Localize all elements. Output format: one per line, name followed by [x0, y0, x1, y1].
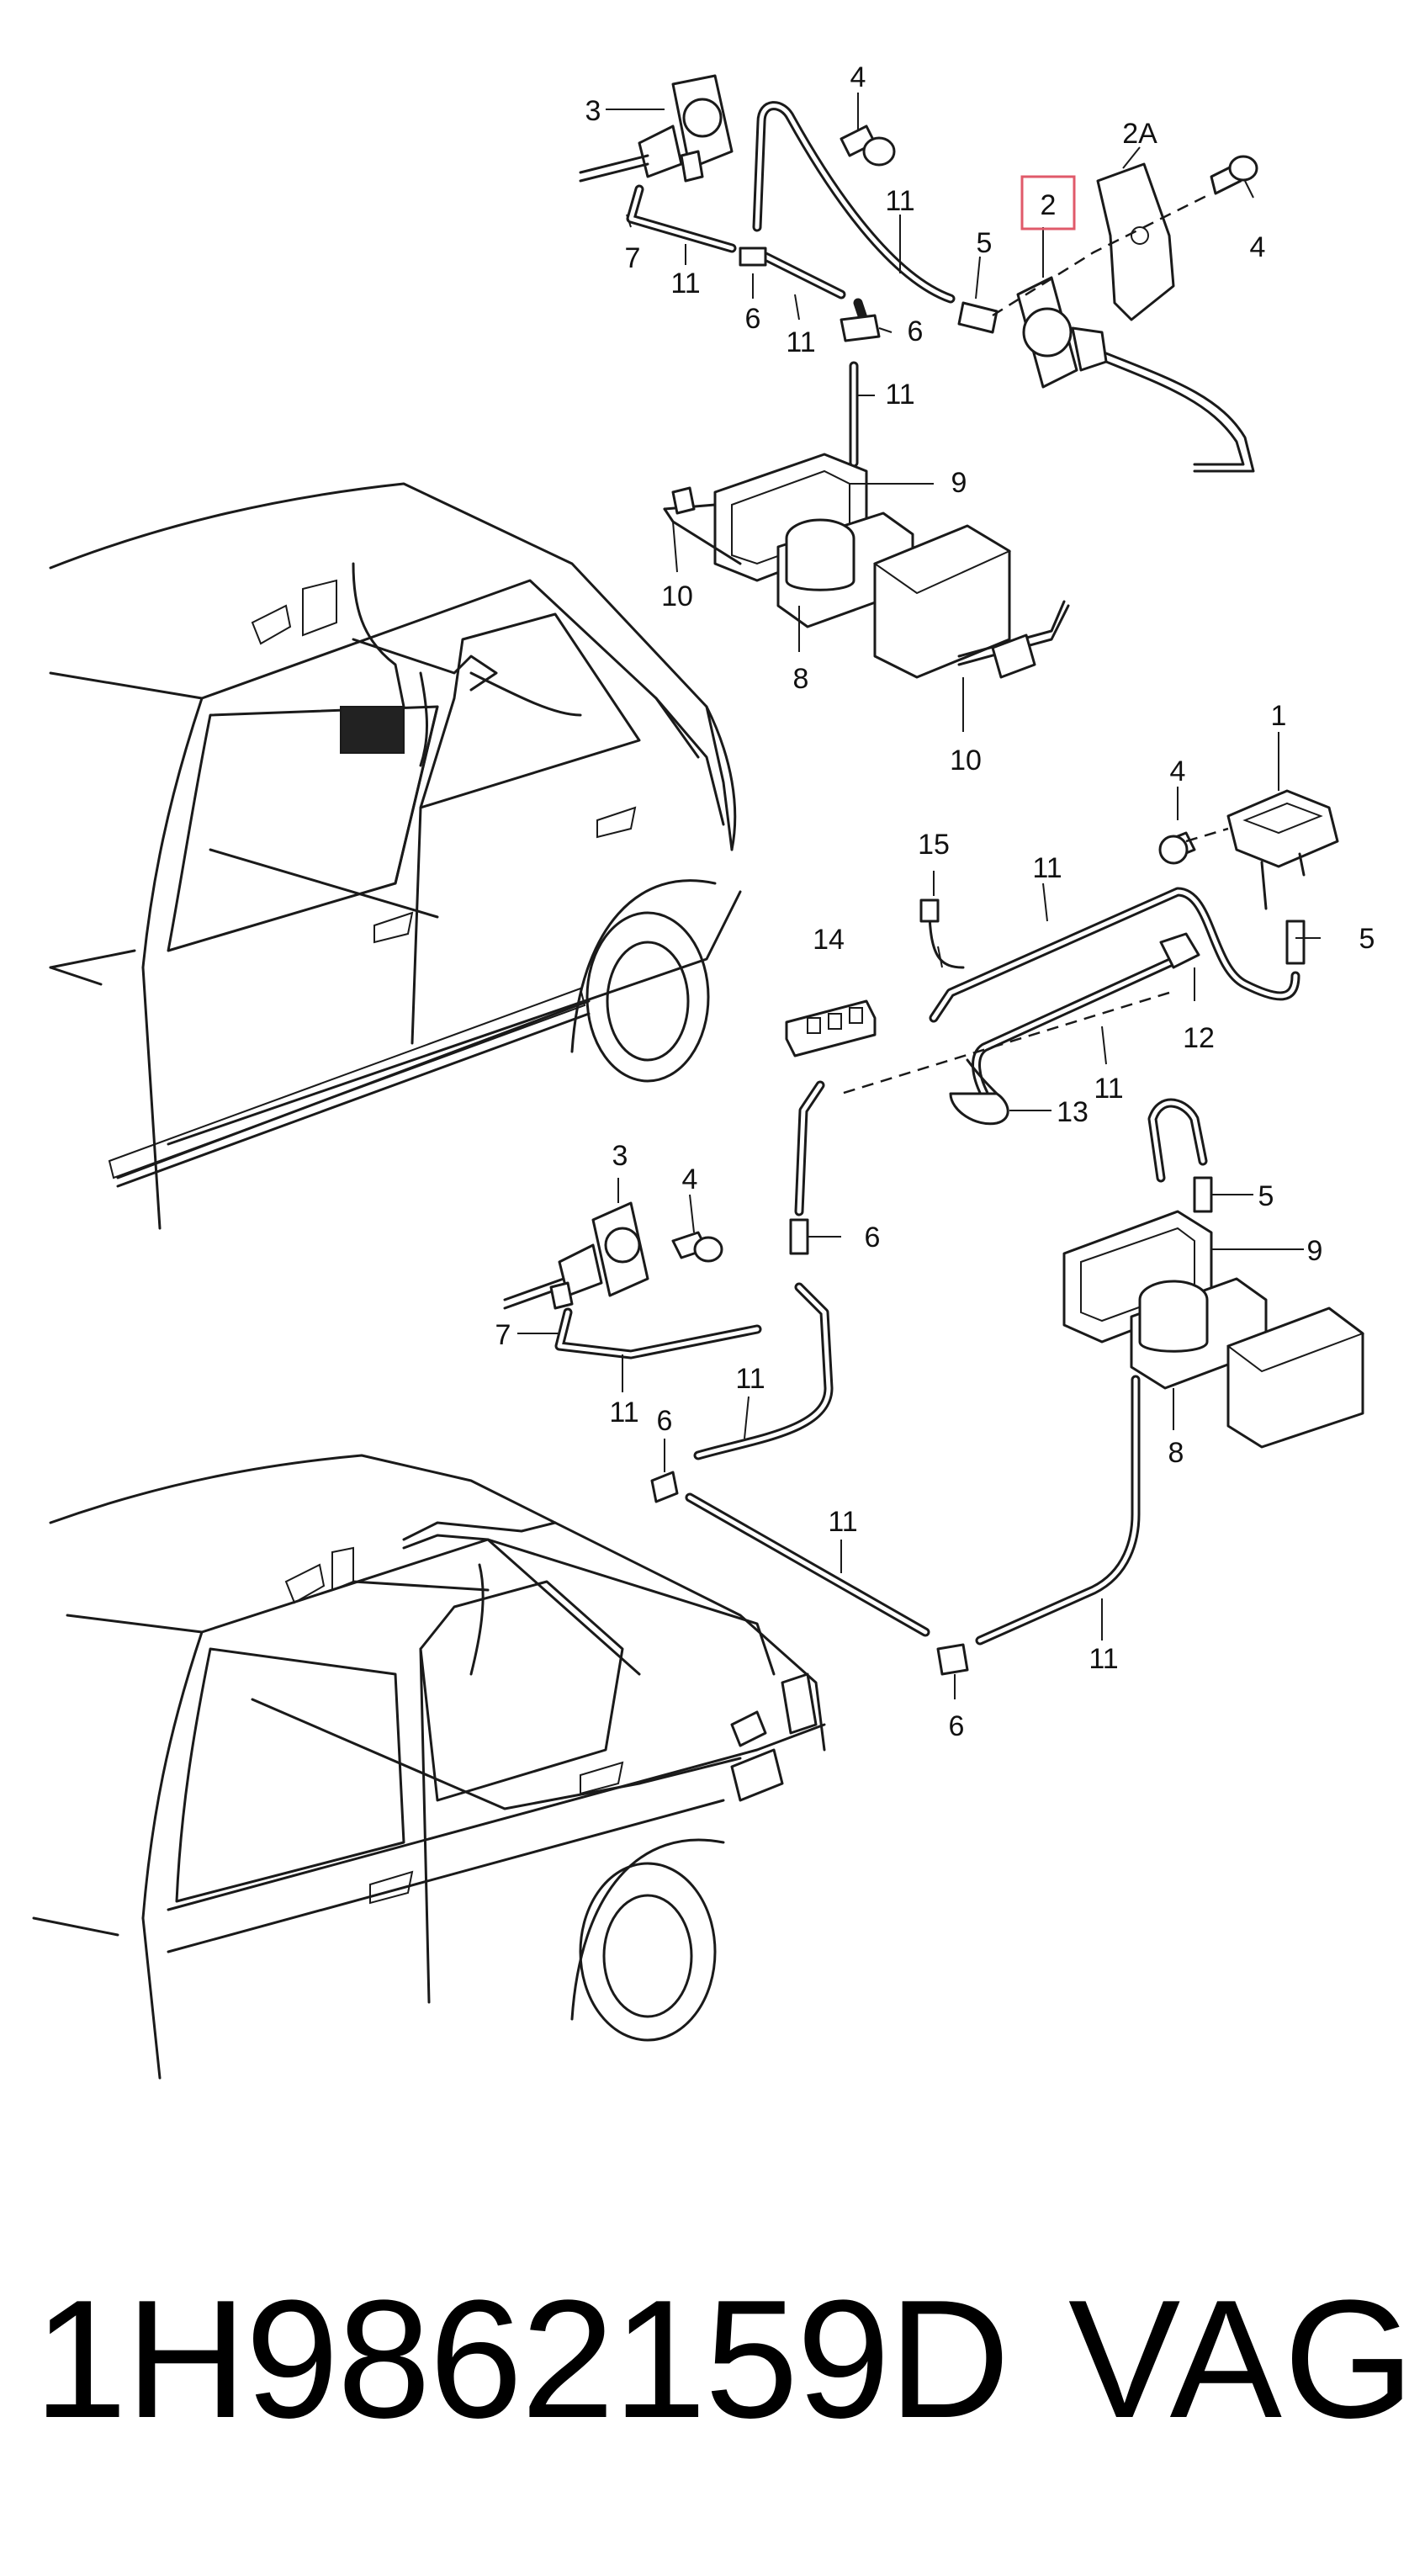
nozzle-assembly-3-bottom [503, 1201, 649, 1310]
reservoir-assembly-top [663, 453, 1070, 679]
callout-top-10a: 10 [661, 580, 693, 612]
callout-mid-5: 5 [1359, 923, 1375, 955]
callout-mid-4: 4 [1170, 755, 1186, 787]
nozzle-2 [1016, 276, 1255, 473]
callout-bot-3: 3 [612, 1140, 628, 1172]
callout-top-6b: 6 [908, 315, 924, 347]
hatchback-car-illustration [49, 482, 742, 1230]
t-connector-6-lower [936, 1643, 969, 1676]
callout-bot-11d: 11 [1089, 1643, 1118, 1675]
callout-mid-11a: 11 [1032, 852, 1062, 884]
clip-15 [919, 898, 965, 969]
callout-top-5: 5 [977, 227, 993, 259]
highlight-box [1020, 175, 1076, 231]
callout-bot-8: 8 [1168, 1437, 1184, 1469]
screw-4-top-left [840, 125, 896, 167]
callout-top-4a: 4 [850, 61, 866, 93]
screw-4-top-right [1210, 155, 1258, 195]
valve-13 [949, 1058, 1009, 1126]
screw-4-bottom [671, 1231, 723, 1263]
callout-top-9: 9 [951, 467, 967, 499]
bottom-parts-group [503, 1080, 1365, 1699]
callout-bot-5: 5 [1258, 1180, 1274, 1212]
nozzle-assembly-3 [579, 74, 734, 183]
callout-bot-11c: 11 [828, 1506, 857, 1538]
callout-top-2A: 2A [1122, 118, 1157, 150]
callout-bot-6c: 6 [949, 1710, 965, 1742]
top-parts-group [579, 74, 1258, 732]
part-number: 1H9862159D [34, 2266, 1010, 2453]
callout-mid-15: 15 [918, 829, 950, 861]
callout-bot-7: 7 [495, 1319, 511, 1351]
brand-name: VAG [1068, 2266, 1409, 2453]
callout-bot-4: 4 [682, 1163, 698, 1195]
callout-bot-9: 9 [1307, 1235, 1323, 1267]
exploded-parts-diagram: 3 4 11 2 2A 4 7 11 5 6 11 6 11 9 10 8 10… [32, 61, 1375, 2080]
callout-bot-6b: 6 [657, 1405, 673, 1437]
callout-top-2: 2 [1041, 189, 1057, 221]
grommet-14 [785, 999, 877, 1057]
callout-top-3: 3 [585, 95, 601, 127]
callout-labels: 3 4 11 2 2A 4 7 11 5 6 11 6 11 9 10 8 10… [495, 61, 1375, 1742]
camera-housing-1 [1226, 789, 1339, 965]
t-connector-6-bottom [650, 1471, 679, 1503]
callout-top-6a: 6 [745, 303, 761, 335]
callout-top-11c: 11 [786, 326, 815, 358]
reservoir-assembly-bottom [1062, 1210, 1365, 1449]
bracket-2A [1096, 162, 1175, 321]
callout-mid-14: 14 [813, 924, 845, 956]
connector-12 [1159, 932, 1200, 969]
screw-4-middle [1158, 831, 1196, 865]
callout-top-4b: 4 [1250, 231, 1266, 263]
callout-mid-13: 13 [1057, 1096, 1089, 1128]
callout-top-7: 7 [625, 242, 641, 274]
callout-mid-12: 12 [1183, 1022, 1215, 1054]
callout-mid-1: 1 [1271, 700, 1287, 732]
callout-top-11d: 11 [885, 379, 914, 411]
callout-bot-11b: 11 [735, 1363, 765, 1395]
sedan-car-illustration [32, 1454, 826, 2080]
callout-bot-6a: 6 [865, 1222, 881, 1254]
callout-mid-11b: 11 [1094, 1073, 1123, 1105]
callout-top-11b: 11 [670, 268, 700, 299]
middle-parts-group [785, 732, 1339, 1126]
callout-top-11a: 11 [885, 185, 914, 217]
callout-bot-11a: 11 [609, 1397, 638, 1428]
callout-top-8: 8 [793, 663, 809, 695]
callout-top-10b: 10 [950, 745, 982, 777]
